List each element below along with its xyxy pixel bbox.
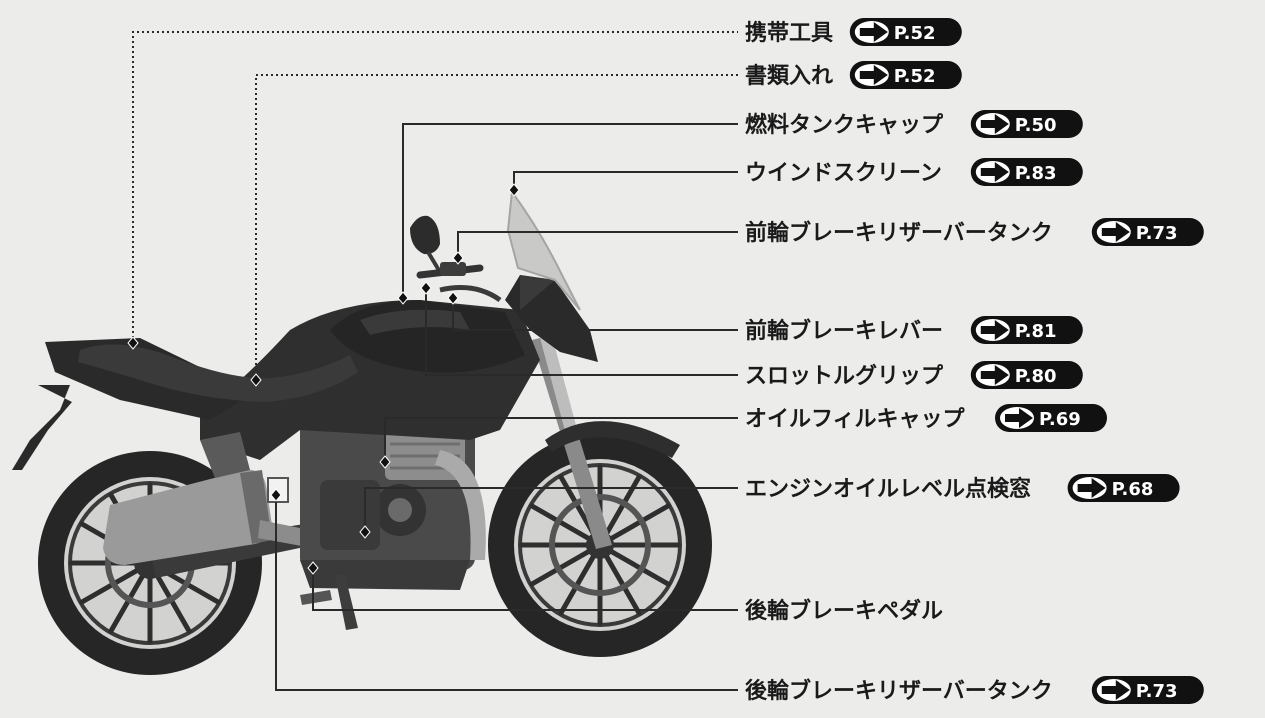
page-ref-badge[interactable]: P.50 bbox=[971, 110, 1083, 138]
callout-rear-brake-pedal: 後輪ブレーキペダル bbox=[745, 598, 943, 624]
page-ref-text: P.52 bbox=[894, 66, 936, 87]
callout-oil-level-window: エンジンオイルレベル点検窓 P.68 bbox=[745, 474, 1180, 502]
callout-label: 後輪ブレーキリザーバータンク bbox=[745, 678, 1053, 704]
arrow-right-icon bbox=[976, 161, 1010, 183]
arrow-right-icon bbox=[855, 21, 889, 43]
callout-tool-kit: 携帯工具 P.52 bbox=[745, 18, 962, 46]
diamond-marker-icon bbox=[448, 292, 458, 304]
callout-label: 後輪ブレーキペダル bbox=[745, 598, 943, 624]
page-ref-badge[interactable]: P.73 bbox=[1092, 676, 1204, 704]
page-ref-text: P.83 bbox=[1015, 163, 1057, 184]
callout-throttle-grip: スロットルグリップ P.80 bbox=[745, 361, 1083, 389]
arrow-right-icon bbox=[1097, 221, 1131, 243]
callout-label: スロットルグリップ bbox=[745, 363, 944, 389]
callout-oil-filler-cap: オイルフィルキャップ P.69 bbox=[745, 404, 1107, 432]
mirror bbox=[410, 216, 440, 254]
callout-front-brake-lever: 前輪ブレーキレバー P.81 bbox=[745, 316, 1083, 344]
callout-label: 前輪ブレーキレバー bbox=[745, 318, 943, 344]
page-ref-text: P.81 bbox=[1015, 321, 1057, 342]
callout-label: 書類入れ bbox=[745, 63, 833, 89]
arrow-right-icon bbox=[1097, 679, 1131, 701]
callout-label: ウインドスクリーン bbox=[745, 161, 942, 186]
page-ref-text: P.50 bbox=[1015, 115, 1057, 136]
callout-label: 燃料タンクキャップ bbox=[745, 112, 944, 138]
arrow-right-icon bbox=[1073, 477, 1107, 499]
page-ref-badge[interactable]: P.73 bbox=[1092, 218, 1204, 246]
callout-fuel-tank-cap: 燃料タンクキャップ P.50 bbox=[745, 110, 1083, 138]
callout-label: 携帯工具 bbox=[745, 20, 833, 46]
leader-line-windscreen bbox=[514, 172, 738, 190]
page-ref-badge[interactable]: P.81 bbox=[971, 316, 1083, 344]
handlebar bbox=[420, 262, 500, 300]
engine bbox=[300, 415, 486, 590]
callout-front-brake-reservoir: 前輪ブレーキリザーバータンク P.73 bbox=[745, 218, 1204, 246]
arrow-right-icon bbox=[855, 64, 889, 86]
arrow-right-icon bbox=[976, 319, 1010, 341]
page-ref-text: P.68 bbox=[1112, 479, 1154, 500]
diamond-marker-icon bbox=[509, 184, 519, 196]
page-ref-badge[interactable]: P.52 bbox=[850, 18, 962, 46]
page-ref-text: P.73 bbox=[1136, 681, 1178, 702]
leader-line-tool-kit bbox=[133, 32, 738, 343]
motorcycle-illustration bbox=[12, 192, 712, 675]
page-ref-badge[interactable]: P.83 bbox=[971, 158, 1083, 186]
callout-document-bag: 書類入れ P.52 bbox=[745, 61, 962, 89]
callout-windscreen: ウインドスクリーン P.83 bbox=[745, 158, 1083, 186]
page-ref-badge[interactable]: P.52 bbox=[850, 61, 962, 89]
page-ref-badge[interactable]: P.68 bbox=[1068, 474, 1180, 502]
callout-rear-brake-reservoir: 後輪ブレーキリザーバータンク P.73 bbox=[745, 676, 1204, 704]
diamond-marker-icon bbox=[421, 282, 431, 294]
page-ref-text: P.69 bbox=[1039, 409, 1081, 430]
arrow-right-icon bbox=[976, 364, 1010, 386]
arrow-right-icon bbox=[976, 113, 1010, 135]
callout-labels: 携帯工具 P.52 書類入れ P.52 燃料タンクキャップ P.50 ウインドスクリーン P.… bbox=[745, 18, 1204, 704]
page-ref-text: P.80 bbox=[1015, 366, 1057, 387]
page-ref-badge[interactable]: P.80 bbox=[971, 361, 1083, 389]
page-ref-text: P.52 bbox=[894, 23, 936, 44]
arrow-right-icon bbox=[1000, 407, 1034, 429]
callout-label: オイルフィルキャップ bbox=[745, 407, 966, 432]
rear-fender bbox=[12, 385, 72, 470]
callout-label: 前輪ブレーキリザーバータンク bbox=[745, 220, 1053, 246]
callout-label: エンジンオイルレベル点検窓 bbox=[745, 476, 1031, 502]
page-ref-text: P.73 bbox=[1136, 223, 1178, 244]
page-ref-badge[interactable]: P.69 bbox=[995, 404, 1107, 432]
leader-line-front-brake-reservoir bbox=[458, 232, 738, 258]
